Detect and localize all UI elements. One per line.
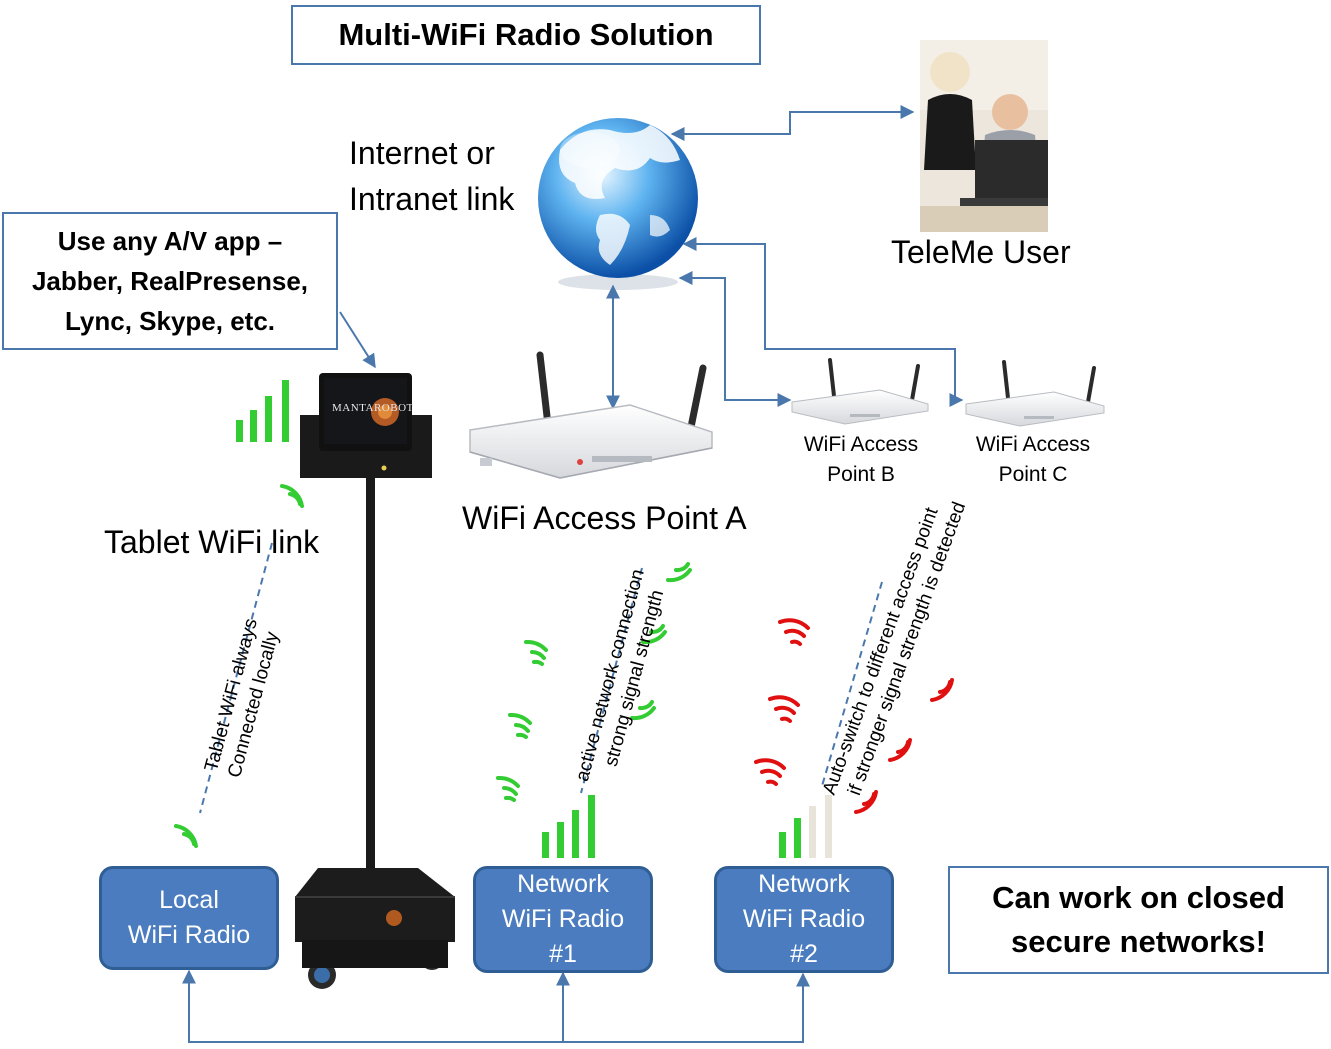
router-c-icon (965, 360, 1105, 427)
router-b-icon (791, 358, 929, 425)
net1-radio-line3: #1 (549, 940, 577, 968)
ap-b-label-line1: WiFi Access (803, 433, 919, 456)
net2-radio-line1: Network (758, 870, 850, 898)
router-a-icon (469, 351, 713, 479)
local-radio-line2: WiFi Radio (127, 921, 251, 949)
ap-c-label-line2: Point C (998, 463, 1068, 486)
secure-networks-box: Can work on closed secure networks! (948, 866, 1329, 974)
internet-label: Internet or Intranet link (349, 130, 514, 222)
robot-tablet-icon (300, 373, 432, 478)
av-app-line1: Use any A/V app – (57, 226, 283, 256)
net1-radio-line1: Network (517, 870, 609, 898)
signal-bars-tablet (236, 380, 289, 442)
ap-c-label: WiFi Access Point C (968, 430, 1098, 490)
ap-c-label-line1: WiFi Access (975, 433, 1091, 456)
secure-line2: secure networks! (1011, 924, 1266, 959)
net2-radio-line3: #2 (790, 940, 818, 968)
local-radio-line1: Local (159, 886, 219, 914)
teleme-user-label: TeleMe User (891, 234, 1071, 270)
ap-b-label: WiFi Access Point B (796, 430, 926, 490)
signal-dashes (199, 542, 883, 814)
local-wifi-radio-box: Local WiFi Radio (99, 866, 279, 970)
network-wifi-radio-1-box: Network WiFi Radio #1 (473, 866, 653, 973)
tablet-wifi-label: Tablet WiFi link (104, 524, 320, 560)
connector-lines (182, 105, 964, 1043)
network-wifi-radio-2-box: Network WiFi Radio #2 (714, 866, 894, 973)
av-app-line2: Jabber, RealPresense, (31, 266, 309, 296)
ap-a-label: WiFi Access Point A (462, 500, 747, 536)
diagram-title: Multi-WiFi Radio Solution (291, 5, 761, 65)
net1-radio-line2: WiFi Radio (501, 905, 625, 933)
signal-bars-net1 (542, 795, 595, 858)
robot-icon (295, 470, 455, 989)
teleme-user-photo (920, 40, 1048, 232)
av-app-box: Use any A/V app – Jabber, RealPresense, … (2, 212, 338, 350)
av-app-line3: Lync, Skype, etc. (64, 306, 276, 336)
net2-radio-line2: WiFi Radio (742, 905, 866, 933)
tablet-brand-label: MANTAROBOT (332, 402, 414, 414)
ap-b-label-line2: Point B (827, 463, 895, 486)
wifi-waves-green (174, 484, 692, 848)
secure-line1: Can work on closed (992, 880, 1285, 915)
globe-icon (538, 118, 698, 290)
signal-bars-net2 (779, 795, 832, 858)
wifi-waves-red (754, 618, 954, 814)
internet-label-line2: Intranet link (349, 181, 515, 217)
internet-label-line1: Internet or (349, 135, 495, 171)
